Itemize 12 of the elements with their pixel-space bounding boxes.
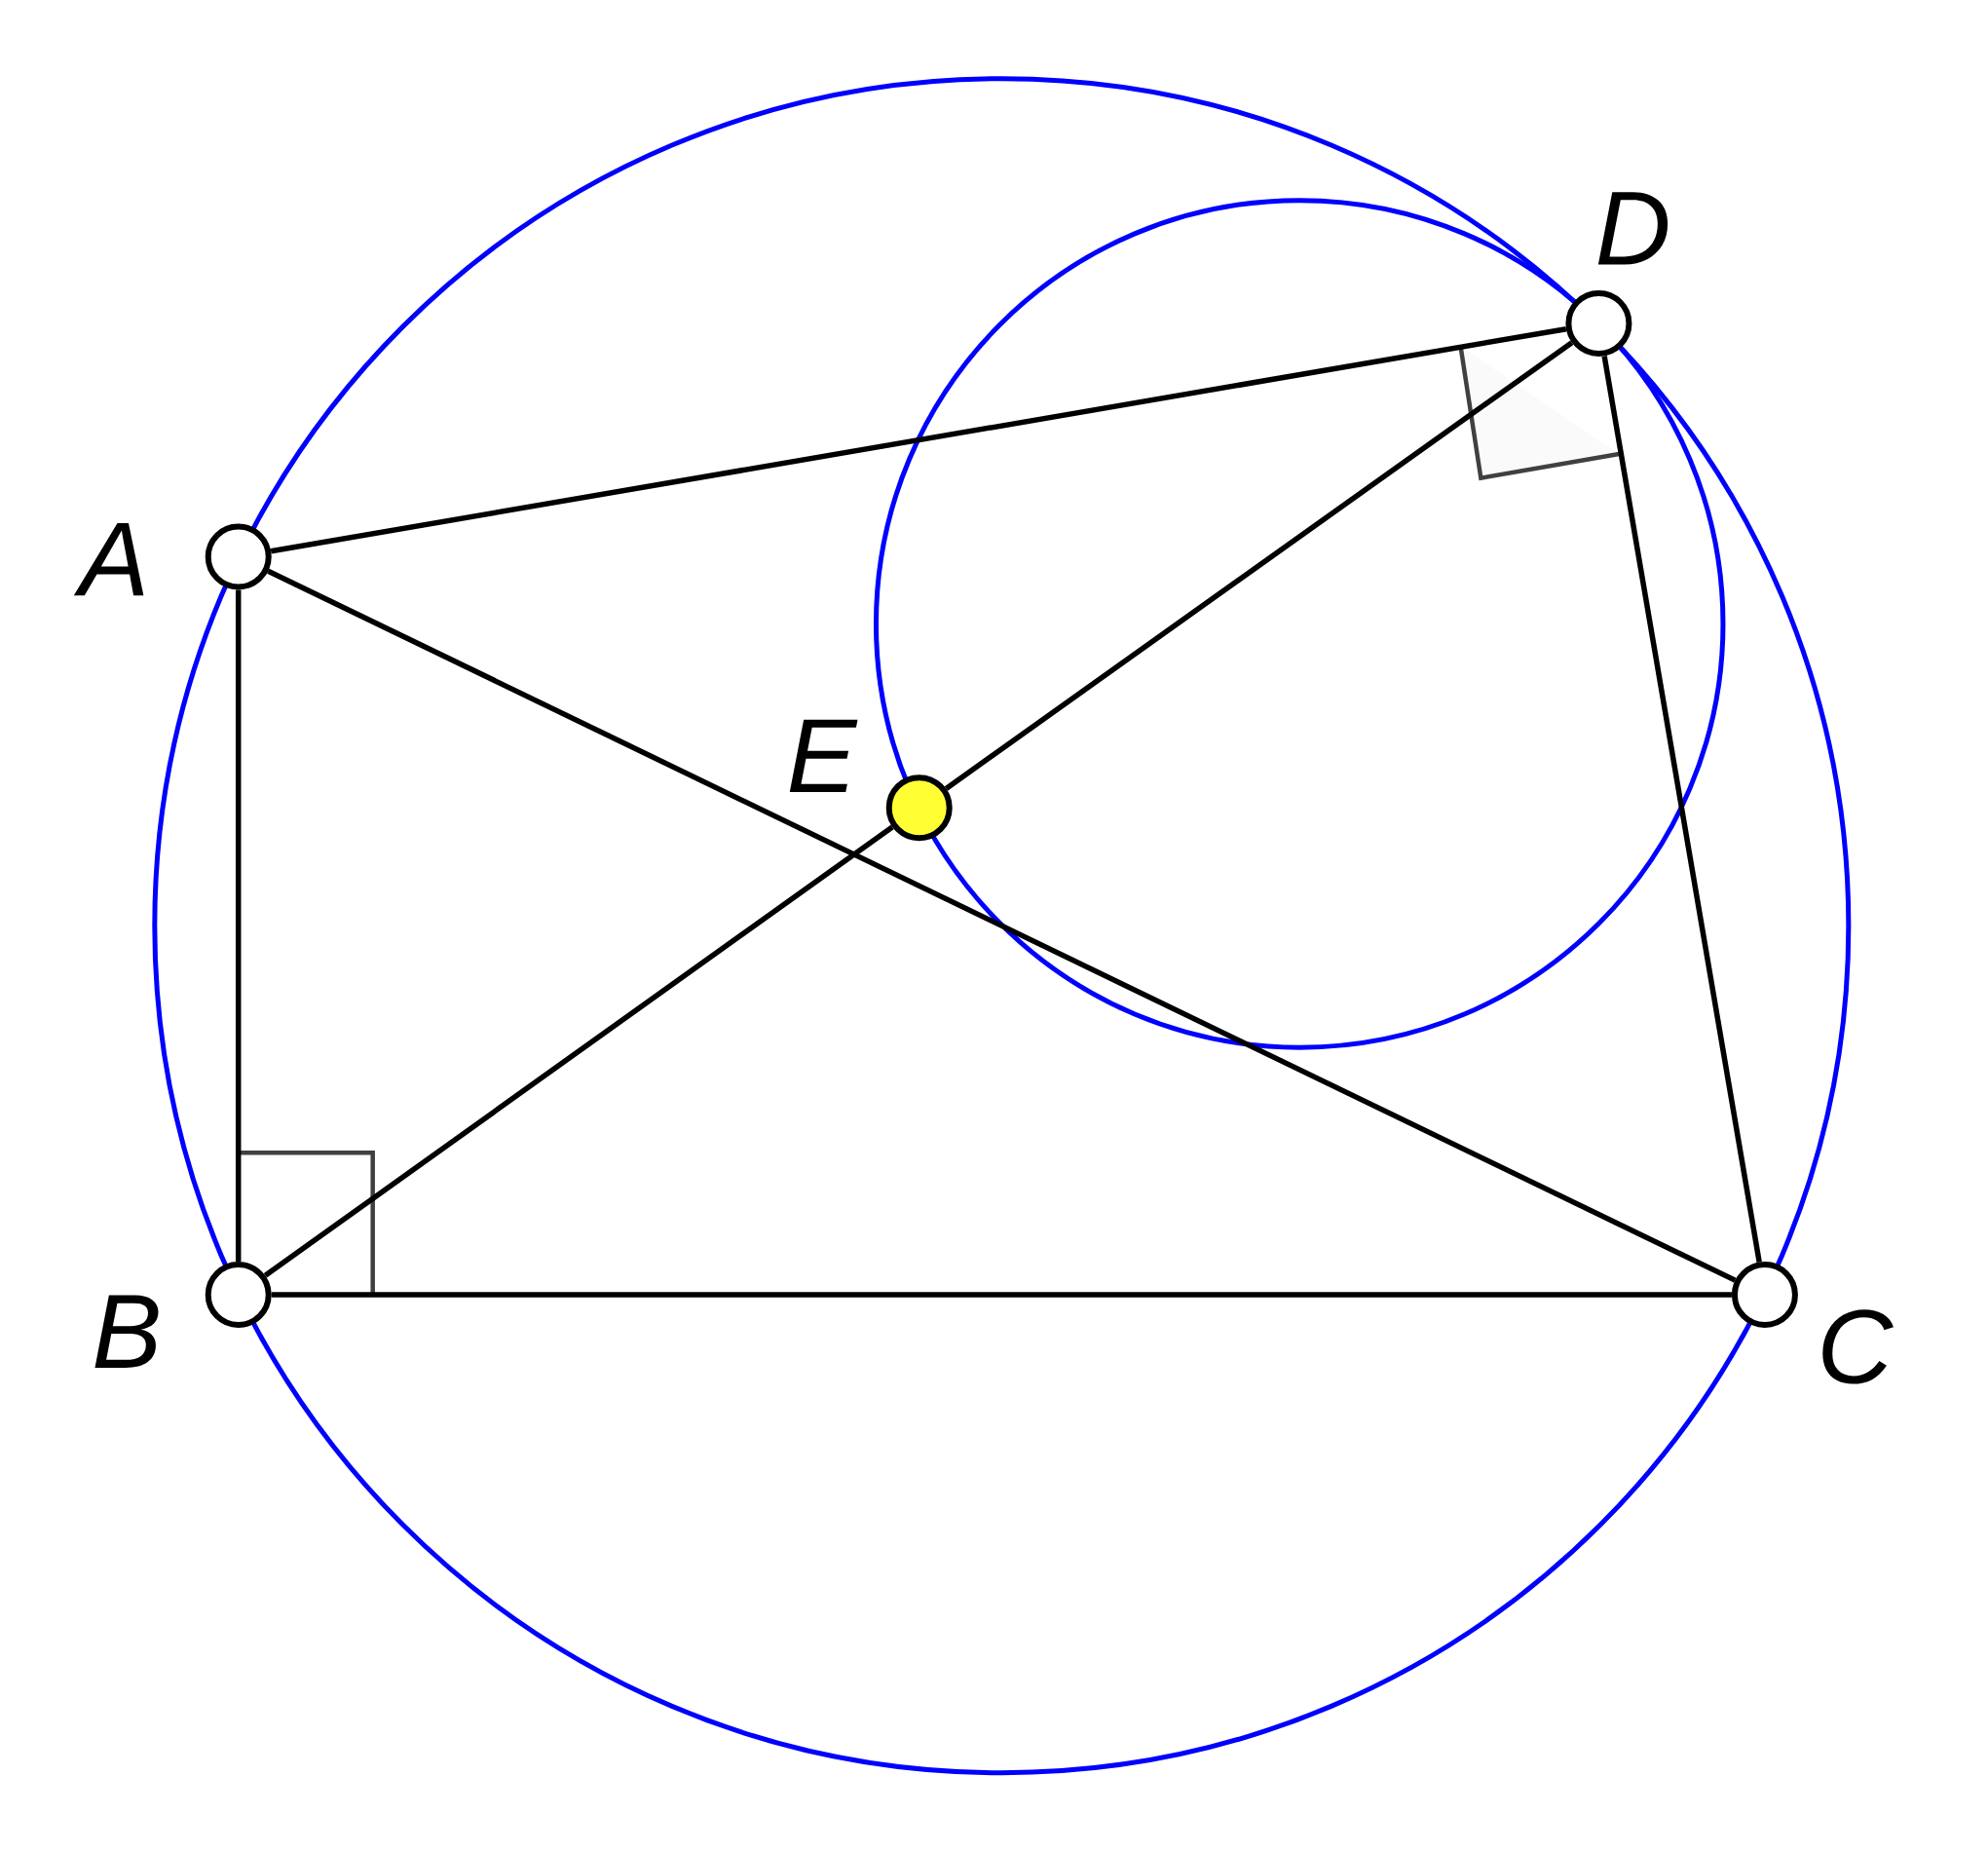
line-segment [267,568,1737,1283]
line-segment [1601,355,1762,1263]
point-label: A [73,522,144,595]
line-segment [263,824,894,1278]
point-label: B [94,1295,159,1368]
line-segment [271,1292,1732,1298]
line-segment [270,325,1567,554]
point-label: C [1822,1308,1894,1384]
line-segment [944,340,1574,791]
point-label: E [789,719,858,792]
point-label: D [1597,191,1669,265]
line-segment [235,589,242,1262]
